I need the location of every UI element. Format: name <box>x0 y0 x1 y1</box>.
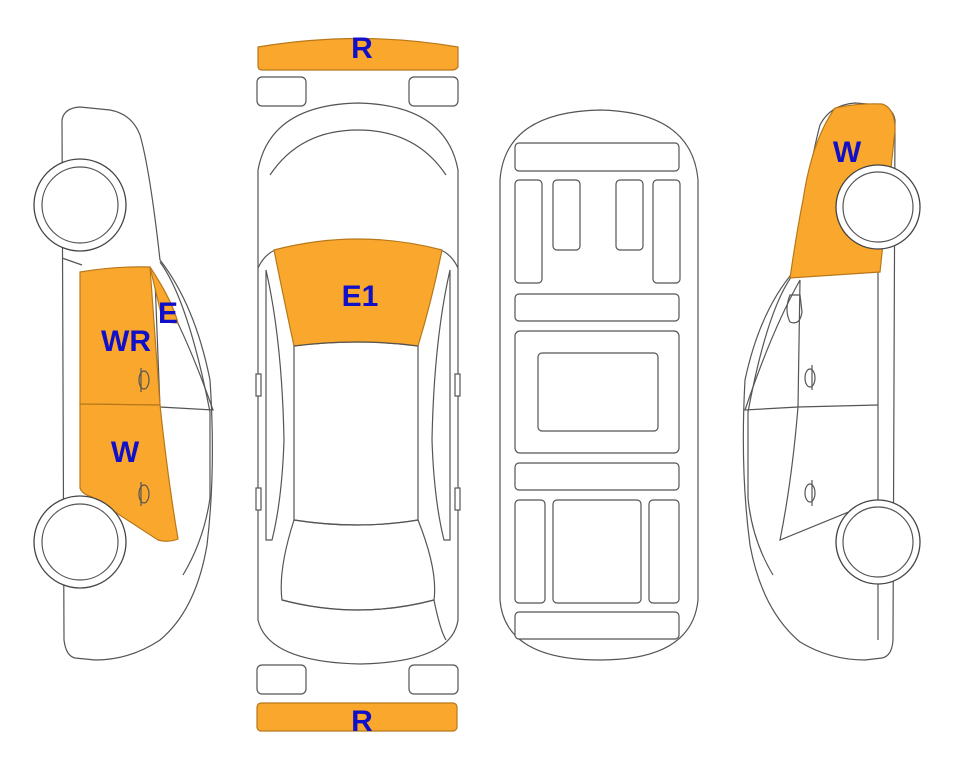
rear-bumper-label: R <box>351 705 373 738</box>
left-side-window-top <box>265 269 285 541</box>
underbody-front-right-mount <box>615 179 644 251</box>
right-front-wheel <box>835 499 921 585</box>
underbody-crossmember-front <box>514 293 680 322</box>
right-side-window-top <box>431 269 451 541</box>
underbody-front-right-rail <box>652 179 681 284</box>
left-front-window-label: E <box>158 297 178 330</box>
front-bumper-label: R <box>351 32 373 65</box>
left-side-view: WR E W <box>33 106 214 661</box>
right-front-door-handle <box>804 365 816 390</box>
underbody-rear-panel <box>514 611 680 640</box>
left-front-door-damage <box>79 266 161 406</box>
underbody-front-left-rail <box>514 179 543 284</box>
left-rear-door-handle <box>138 482 150 506</box>
rear-right-light <box>408 664 459 695</box>
right-rear-marker <box>454 487 461 511</box>
front-right-light <box>408 76 459 107</box>
right-side-roof-line <box>747 271 796 576</box>
right-side-door-lower <box>779 406 879 541</box>
underbody-front-left-mount <box>552 179 581 251</box>
top-body-outline <box>257 102 459 665</box>
right-side-fuel-cap <box>786 294 803 324</box>
left-rear-door-label: W <box>111 436 140 469</box>
trunk-line <box>281 599 447 641</box>
underbody-floor-inner <box>537 352 659 432</box>
underbody-spare-well <box>552 499 642 604</box>
top-view: R E1 R <box>255 32 461 738</box>
front-left-light <box>256 76 307 107</box>
right-rear-wheel <box>835 164 921 250</box>
underbody-rear-right-rail <box>648 499 680 604</box>
right-side-door-divider <box>797 404 879 408</box>
windshield-label: E1 <box>342 280 379 313</box>
underbody-view <box>499 109 699 661</box>
rear-left-light <box>256 664 307 695</box>
left-front-door-handle <box>138 368 150 392</box>
left-front-window-damage <box>149 266 179 324</box>
front-bumper-damage <box>257 37 459 71</box>
left-side-fender-line <box>61 257 83 266</box>
left-front-door-label: WR <box>101 325 151 358</box>
right-rear-quarter-label: W <box>833 136 862 169</box>
underbody-crossmember-rear <box>514 462 680 491</box>
hood-line <box>269 129 447 176</box>
right-rear-door-handle <box>804 480 816 506</box>
left-rear-wheel <box>33 495 127 589</box>
left-side-roof-line <box>159 261 211 576</box>
left-front-wheel <box>33 158 127 252</box>
right-a-pillar <box>440 249 459 269</box>
left-rear-door-damage <box>79 403 179 542</box>
right-mirror <box>454 373 461 397</box>
left-a-pillar <box>257 249 276 269</box>
rear-bumper-damage <box>256 702 458 732</box>
left-rear-marker <box>255 487 262 511</box>
underbody-front-panel <box>514 142 680 172</box>
underbody-rear-left-rail <box>514 499 546 604</box>
left-mirror <box>255 373 262 397</box>
right-side-view: W <box>742 102 921 661</box>
